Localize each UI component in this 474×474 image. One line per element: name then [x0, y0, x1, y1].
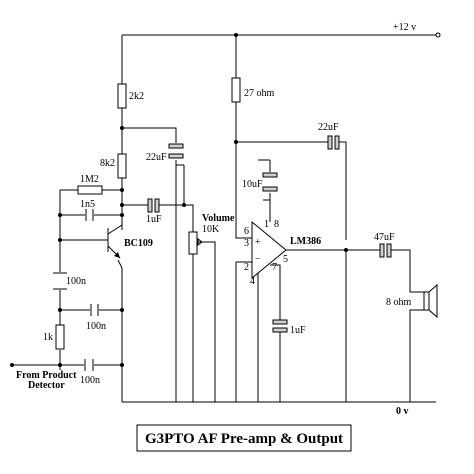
resistor-1M2 [77, 185, 103, 195]
label-1k: 1k [43, 332, 53, 343]
ground-label: 0 v [396, 406, 409, 417]
pin-1: 1 [264, 219, 269, 230]
pin-7: 7 [272, 262, 277, 273]
speaker-icon [423, 283, 438, 319]
capacitors [53, 135, 392, 371]
capacitor-1uF-coupling [147, 198, 160, 213]
label-lm386: LM386 [290, 236, 321, 247]
pin-2: 2 [244, 262, 249, 273]
capacitor-1uF-bypass [272, 319, 288, 333]
capacitor-1n5 [85, 209, 94, 221]
ic-plus-sign: + [255, 237, 261, 248]
resistor-8k2 [117, 153, 127, 179]
capacitor-100n-bottom [84, 359, 94, 371]
label-1M2: 1M2 [80, 174, 99, 185]
labels: +12 v 0 v 2k2 8k2 1M2 1n5 BC109 100n 100… [16, 22, 416, 417]
label-volume: Volume [202, 213, 235, 224]
label-1n5: 1n5 [80, 199, 95, 210]
input-label-line2: Detector [28, 380, 65, 391]
title-box: G3PTO AF Pre-amp & Output [136, 424, 352, 452]
label-2k2: 2k2 [129, 91, 144, 102]
resistor-2k2 [117, 83, 127, 109]
wires [12, 34, 436, 403]
potentiometer-wiper-arrow [197, 238, 203, 246]
transistor-bc109 [107, 224, 123, 259]
label-8ohm: 8 ohm [386, 297, 412, 308]
label-47uF: 47uF [374, 232, 395, 243]
label-8k2: 8k2 [100, 158, 115, 169]
capacitor-100n-left [53, 272, 67, 290]
volume-potentiometer [188, 231, 198, 255]
pin-3: 3 [244, 238, 249, 249]
label-100n-left: 100n [66, 276, 86, 287]
pin-6: 6 [244, 226, 249, 237]
label-1uF-bypass: 1uF [290, 325, 306, 336]
resistor-1k [55, 324, 65, 350]
pin-8: 8 [274, 219, 279, 230]
capacitor-22uF-top [327, 135, 340, 150]
supply-label: +12 v [393, 22, 416, 33]
label-22uF-left: 22uF [146, 152, 167, 163]
resistors [55, 77, 241, 350]
label-27ohm: 27 ohm [244, 88, 275, 99]
junction-dots [10, 33, 348, 367]
label-10uF: 10uF [242, 179, 263, 190]
input-label-line1: From Product [16, 370, 77, 381]
resistor-27ohm [231, 77, 241, 103]
lm386-amplifier: + − [251, 220, 287, 280]
label-100n-mid: 100n [86, 321, 106, 332]
label-1uF-coupling: 1uF [146, 214, 162, 225]
capacitor-47uF [379, 243, 392, 258]
capacitor-10uF [262, 172, 278, 192]
label-100n-bottom: 100n [80, 375, 100, 386]
label-22uF-top: 22uF [318, 122, 339, 133]
diagram-title: G3PTO AF Pre-amp & Output [145, 431, 343, 447]
capacitor-100n-mid [90, 304, 99, 316]
supply-terminal [435, 32, 441, 38]
capacitor-22uF-left [168, 143, 184, 159]
label-bc109: BC109 [124, 238, 153, 249]
pin-4: 4 [250, 276, 255, 287]
pin-5: 5 [283, 254, 288, 265]
ic-minus-sign: − [255, 254, 261, 265]
label-10K: 10K [202, 224, 220, 235]
